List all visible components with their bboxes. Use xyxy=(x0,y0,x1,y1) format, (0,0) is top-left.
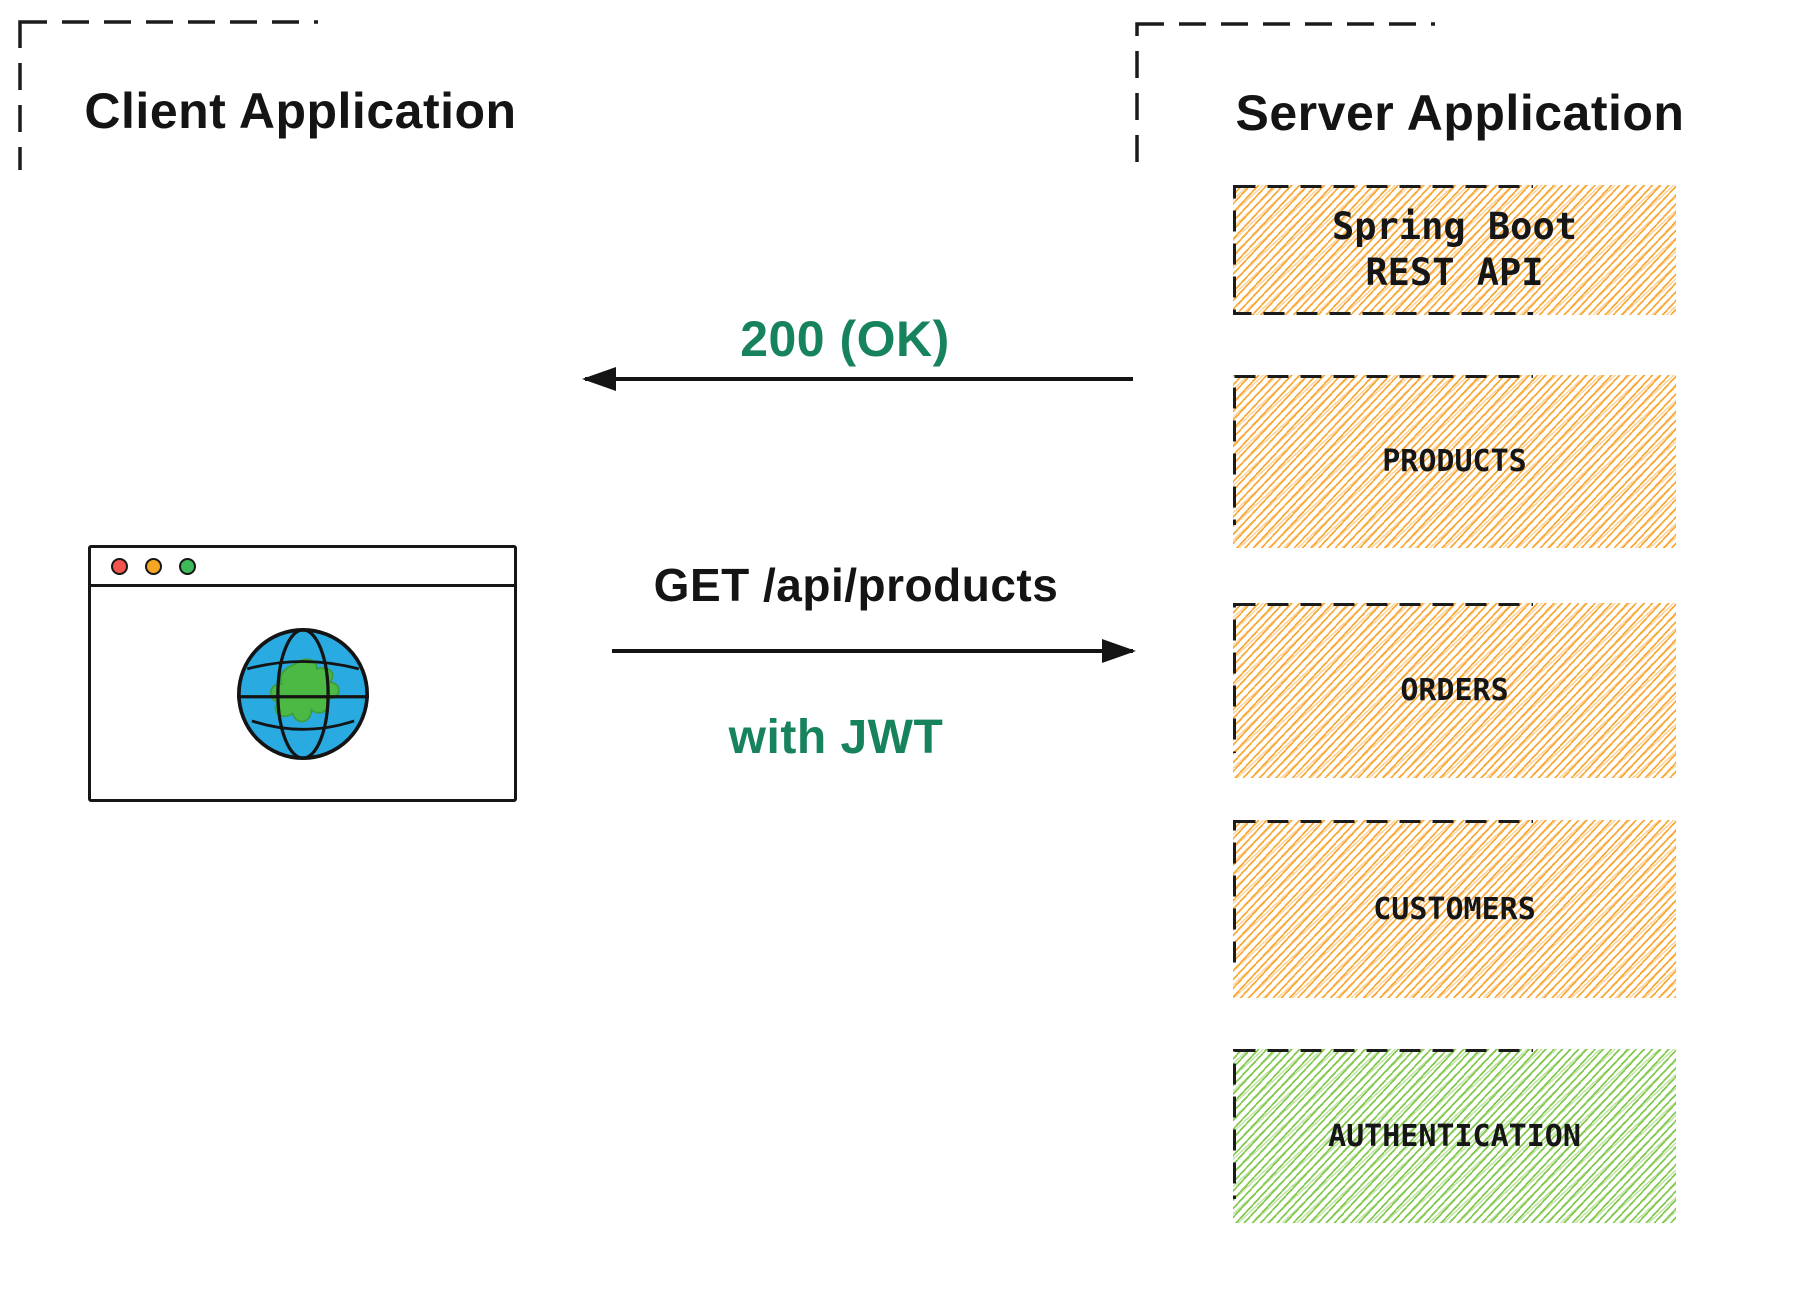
module-customers: CUSTOMERS xyxy=(1233,820,1676,998)
server-application-box: Server Application Spring Boot REST API … xyxy=(1135,22,1785,1297)
request-arrow xyxy=(612,639,1136,663)
module-label: ORDERS xyxy=(1400,673,1509,708)
globe-icon xyxy=(236,628,369,760)
window-close-icon xyxy=(111,557,128,575)
client-application-box: Client Application xyxy=(18,20,583,1282)
module-label: Spring Boot REST API xyxy=(1331,204,1578,294)
response-status-label: 200 (OK) xyxy=(740,311,950,367)
request-note-label: with JWT xyxy=(728,711,944,764)
window-minimize-icon xyxy=(145,557,162,575)
module-authentication: AUTHENTICATION xyxy=(1233,1049,1676,1223)
module-label: PRODUCTS xyxy=(1382,444,1527,479)
browser-viewport xyxy=(91,587,514,801)
request-label: GET /api/products xyxy=(653,559,1059,611)
browser-window xyxy=(88,545,517,802)
module-label: AUTHENTICATION xyxy=(1328,1118,1581,1154)
server-application-title: Server Application xyxy=(1235,85,1685,141)
arrowhead-left-icon xyxy=(582,367,616,391)
module-products: PRODUCTS xyxy=(1233,375,1676,548)
client-application-title: Client Application xyxy=(84,83,517,139)
module-orders: ORDERS xyxy=(1233,603,1676,778)
module-label: CUSTOMERS xyxy=(1373,891,1536,927)
window-maximize-icon xyxy=(179,557,196,575)
arrowhead-right-icon xyxy=(1102,639,1136,663)
response-arrow xyxy=(582,367,1133,391)
browser-titlebar xyxy=(91,548,514,587)
module-spring-boot-rest-api: Spring Boot REST API xyxy=(1233,185,1676,315)
